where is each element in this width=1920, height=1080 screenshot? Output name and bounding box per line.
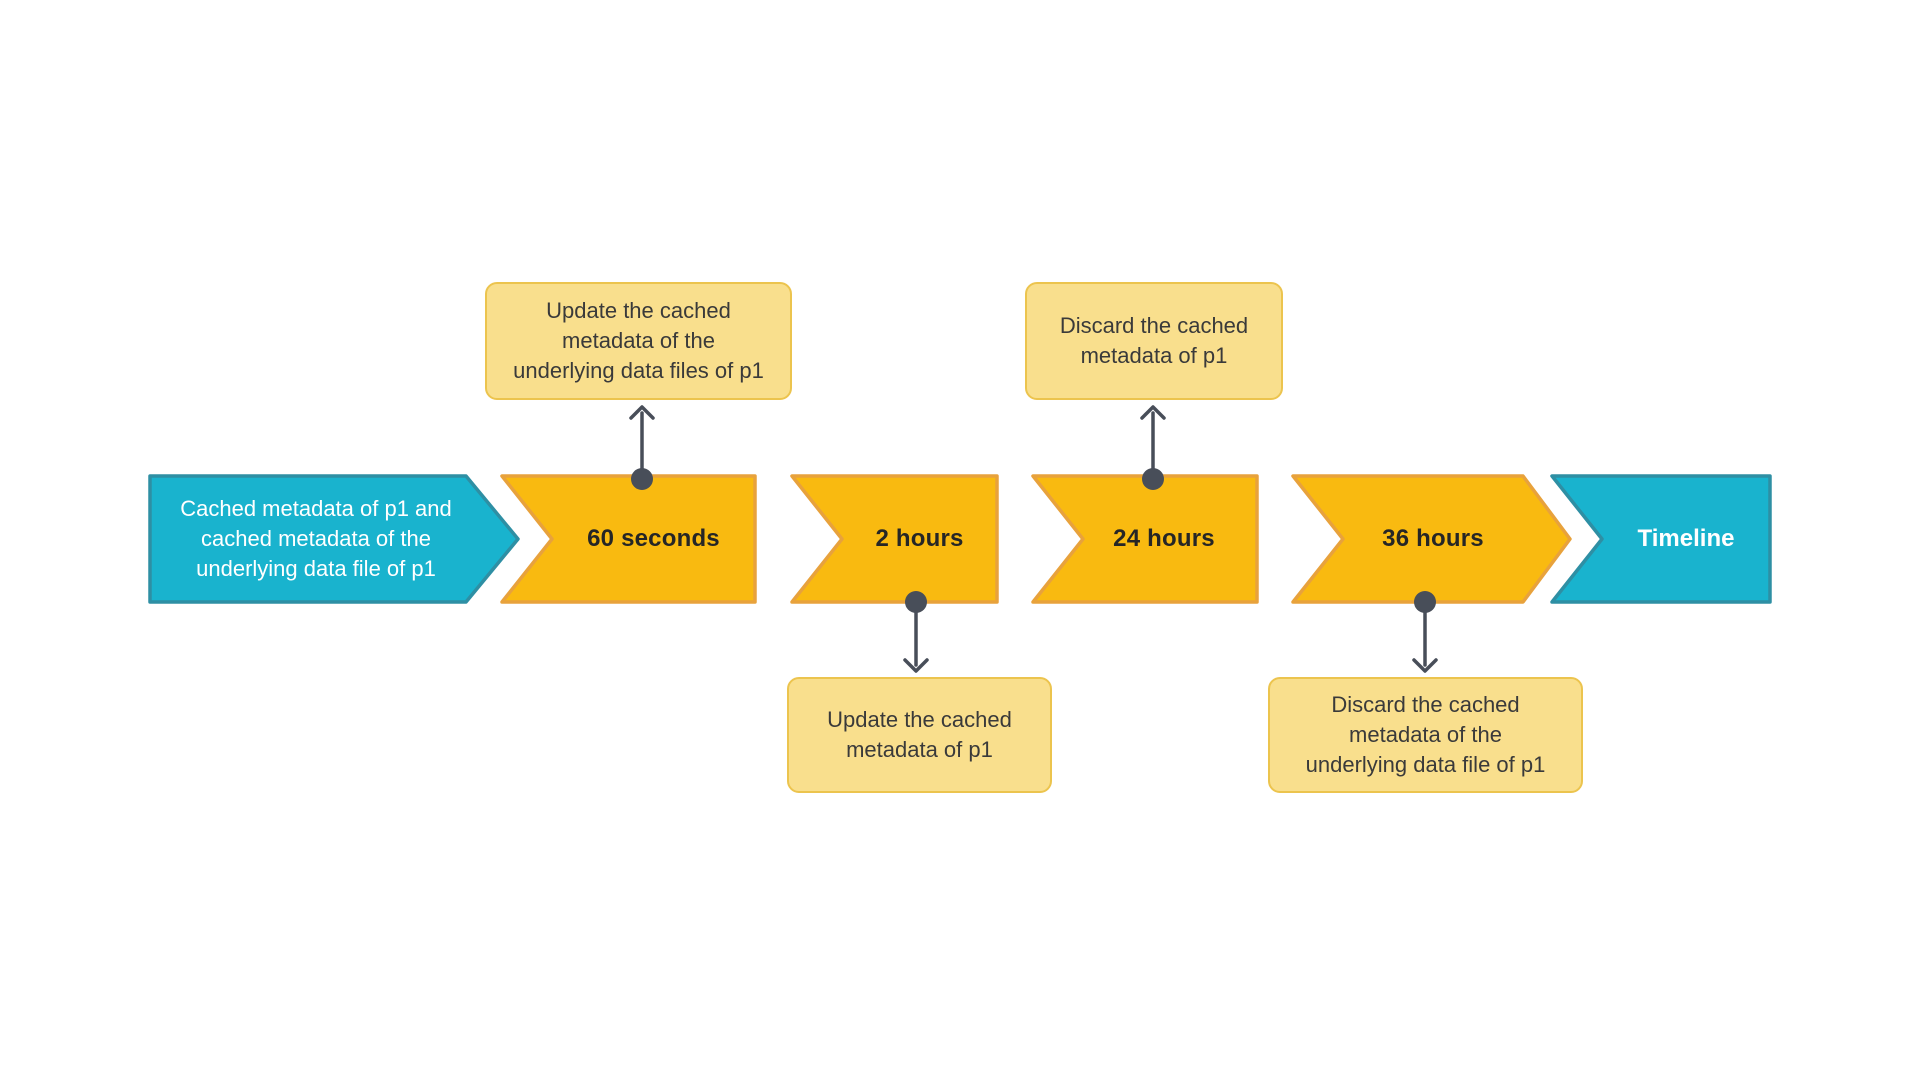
callout-discard-metadata-p1: Discard the cached metadata of p1	[1025, 282, 1283, 400]
segment-60-seconds-shape	[500, 474, 757, 604]
callout-discard-underlying-file: Discard the cached metadata of the under…	[1268, 677, 1583, 793]
callout-update-metadata-p1: Update the cached metadata of p1	[787, 677, 1052, 793]
segment-24-hours-shape	[1031, 474, 1259, 604]
end-node-timeline: Timeline	[1550, 474, 1772, 604]
chevron-band-shape	[500, 474, 757, 604]
chevron-arrow-shape	[1291, 474, 1572, 604]
segment-24-hours: 24 hours	[1031, 474, 1259, 604]
segment-60-seconds: 60 seconds	[500, 474, 757, 604]
chevron-band-shape	[1031, 474, 1259, 604]
end-node-label: Timeline	[1637, 525, 1735, 552]
end-node-shape	[1550, 474, 1772, 604]
chevron-band-shape	[1550, 474, 1772, 604]
start-node-label: Cached metadata of p1 and cached metadat…	[180, 496, 452, 581]
segment-36-hours: 36 hours	[1291, 474, 1572, 604]
segment-60-seconds-label: 60 seconds	[587, 525, 720, 552]
callout-update-underlying-files: Update the cached metadata of the underl…	[485, 282, 792, 400]
start-node-shape	[148, 474, 520, 604]
segment-2-hours: 2 hours	[790, 474, 999, 604]
segment-2-hours-shape	[790, 474, 999, 604]
start-node: Cached metadata of p1 and cached metadat…	[148, 474, 520, 604]
arrow-right-shape	[148, 474, 520, 604]
segment-36-hours-shape	[1291, 474, 1572, 604]
segment-2-hours-label: 2 hours	[875, 525, 964, 552]
segment-36-hours-label: 36 hours	[1382, 525, 1484, 552]
segment-24-hours-label: 24 hours	[1113, 525, 1215, 552]
chevron-band-shape	[790, 474, 999, 604]
